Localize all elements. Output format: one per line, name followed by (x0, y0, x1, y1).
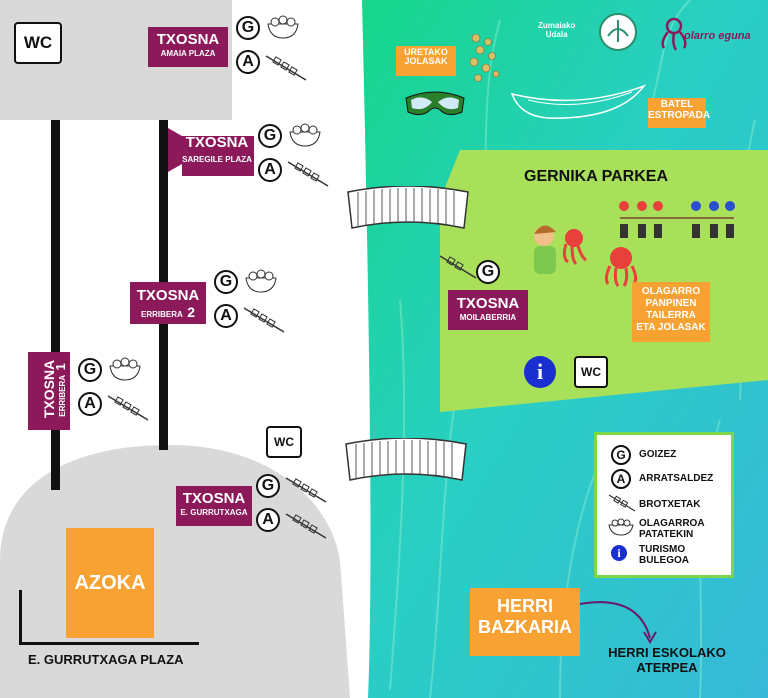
legend-skewer-icon (608, 494, 636, 512)
pebbles-icon (469, 33, 500, 82)
bridge-south (345, 438, 467, 481)
txosna-subtitle: AMAIA PLAZA (160, 49, 216, 58)
diving-mask-icon (405, 91, 465, 116)
wc-amaia[interactable]: WC (14, 22, 62, 64)
legend-goizez: GOIZEZ (639, 449, 677, 460)
octopus-potato-bowl-icon (267, 15, 299, 39)
g-morning-icon: G (476, 260, 500, 284)
tourism-info-icon[interactable]: i (524, 356, 556, 388)
txosna-erribera1[interactable]: TXOSNA ERRIBERA 1 (28, 352, 70, 430)
txosna-title: TXOSNA (136, 287, 200, 304)
txosna-amaia[interactable]: TXOSNA AMAIA PLAZA (148, 27, 228, 67)
skewer-icon (107, 395, 149, 421)
g-morning-icon: G (256, 474, 280, 498)
skewer-icon (285, 477, 327, 503)
txosna-number: 2 (187, 304, 196, 320)
g-morning-icon: G (78, 358, 102, 382)
txosna-gurrutxaga[interactable]: TXOSNA E. GURRUTXAGA (176, 486, 252, 526)
txosna-moilaberria[interactable]: TXOSNA MOILABERRIA (448, 290, 528, 330)
legend-bowl-icon (608, 518, 634, 536)
skewer-icon (287, 161, 329, 187)
a-afternoon-icon: A (236, 50, 260, 74)
zumaia-logo-top: Zumaiako (538, 21, 576, 30)
txosna-subtitle: SAREGILE PLAZA (182, 155, 252, 164)
olagarro-workshop-label[interactable]: OLAGARRO PANPINEN TAILERRA ETA JOLASAK (632, 282, 710, 342)
legend-arratsaldez: ARRATSALDEZ (639, 473, 714, 484)
gernika-park-title: GERNIKA PARKEA (524, 168, 669, 185)
octopus-potato-bowl-icon (109, 357, 141, 381)
zumaia-logo-text: Zumaiako Udala (538, 21, 576, 40)
direction-arrow-icon (579, 601, 657, 644)
skewer-icon (243, 307, 285, 333)
legend-brotxetak: BROTXETAK (639, 499, 701, 510)
legend-info-icon: i (611, 545, 627, 561)
txosna-subtitle: ERRIBERA (140, 310, 183, 319)
skewer-icon (439, 255, 477, 279)
legend-a-icon: A (611, 469, 631, 489)
rowing-boat-icon (510, 84, 647, 119)
herri-eskola-aterpea-label[interactable]: HERRI ESKOLAKO ATERPEA (608, 645, 726, 675)
tug-of-war-illustration (619, 201, 735, 238)
legend-turismo: TURISMO BULEGOA (639, 544, 689, 566)
gernika-park-area (440, 150, 768, 412)
bridge-north (347, 186, 469, 229)
wc-gurrutxaga[interactable]: WC (266, 426, 302, 458)
octopus-potato-bowl-icon (245, 269, 277, 293)
txosna-subtitle: ERRIBERA (58, 374, 67, 417)
txosna-erribera2[interactable]: TXOSNA ERRIBERA 2 (130, 282, 206, 324)
zumaia-logo-bottom: Udala (545, 29, 568, 39)
g-morning-icon: G (258, 124, 282, 148)
g-morning-icon: G (214, 270, 238, 294)
txosna-saregile[interactable]: TXOSNA SAREGILE PLAZA (180, 134, 254, 164)
zumaia-emblem-icon (599, 13, 637, 51)
txosna-number: 1 (53, 363, 68, 371)
txosna-title: TXOSNA (156, 31, 220, 48)
child-octopus-illustration (534, 225, 587, 274)
skewer-icon (265, 55, 307, 81)
octopus-icon (604, 247, 638, 287)
txosna-subtitle: E. GURRUTXAGA (180, 508, 248, 517)
txosna-saregile-shape (168, 128, 254, 176)
wc-park[interactable]: WC (574, 356, 608, 388)
azoka-market[interactable]: AZOKA (66, 528, 154, 638)
a-afternoon-icon: A (258, 158, 282, 182)
plaza-caption: E. GURRUTXAGA PLAZA (28, 652, 184, 667)
a-afternoon-icon: A (214, 304, 238, 328)
txosna-title: TXOSNA (456, 295, 520, 312)
a-afternoon-icon: A (256, 508, 280, 532)
txosna-title: TXOSNA (182, 490, 246, 507)
map-legend: G GOIZEZ A ARRATSALDEZ BROTXETAK OLAGARR… (594, 432, 734, 578)
g-morning-icon: G (236, 16, 260, 40)
legend-olagarroa: OLAGARROA PATATEKIN (639, 518, 705, 540)
a-afternoon-icon: A (78, 392, 102, 416)
uretako-jolasak-label[interactable]: URETAKO JOLASAK (396, 46, 456, 76)
olagarro-eguna-logo-text: olarro eguna (684, 30, 751, 42)
txosna-subtitle: MOILABERRIA (459, 313, 517, 322)
txosna-title: TXOSNA (185, 134, 249, 151)
olagarro-eguna-logo-icon (661, 17, 687, 51)
skewer-icon (285, 513, 327, 539)
batel-estropada-label[interactable]: BATEL ESTROPADA (648, 98, 710, 128)
octopus-potato-bowl-icon (289, 123, 321, 147)
legend-g-icon: G (611, 445, 631, 465)
herri-bazkaria-label[interactable]: HERRI BAZKARIA (470, 588, 580, 656)
